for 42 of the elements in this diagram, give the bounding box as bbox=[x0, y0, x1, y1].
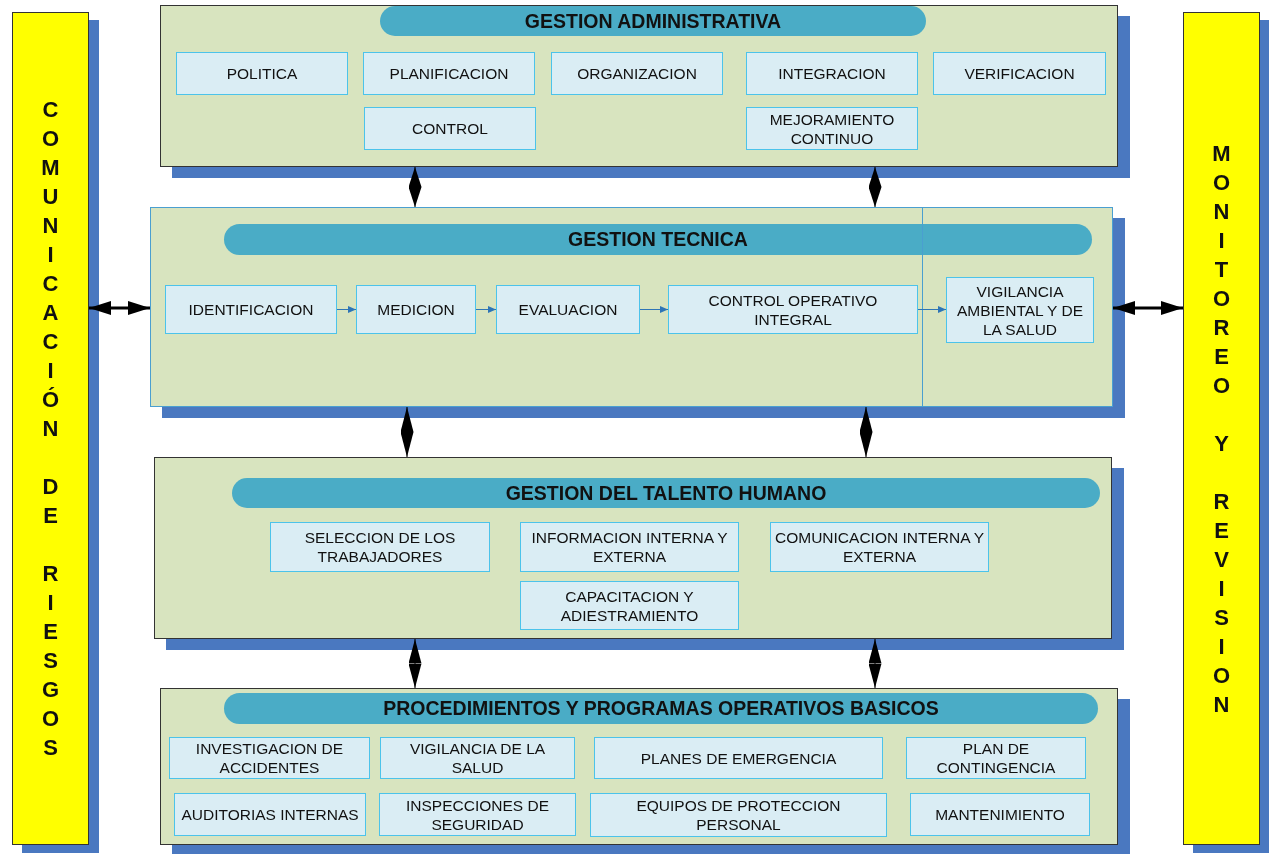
process-box: MEDICION bbox=[356, 285, 476, 334]
arrow bbox=[336, 306, 357, 313]
process-box: PLANIFICACION bbox=[363, 52, 535, 95]
double-arrow bbox=[89, 301, 150, 315]
double-arrow bbox=[859, 406, 873, 458]
arrow bbox=[475, 306, 497, 313]
process-box: EVALUACION bbox=[496, 285, 640, 334]
process-box: CONTROL OPERATIVO INTEGRAL bbox=[668, 285, 918, 334]
section-heading: GESTION TECNICA bbox=[224, 224, 1092, 255]
arrow bbox=[917, 306, 947, 313]
double-arrow bbox=[400, 406, 414, 458]
double-arrow bbox=[1113, 301, 1183, 315]
section-heading: GESTION ADMINISTRATIVA bbox=[380, 6, 926, 36]
process-box: VERIFICACION bbox=[933, 52, 1106, 95]
process-box: SELECCION DE LOS TRABAJADORES bbox=[270, 522, 490, 572]
process-box: VIGILANCIA AMBIENTAL Y DE LA SALUD bbox=[946, 277, 1094, 343]
double-arrow bbox=[868, 638, 882, 689]
process-box: COMUNICACION INTERNA Y EXTERNA bbox=[770, 522, 989, 572]
process-box: ORGANIZACION bbox=[551, 52, 723, 95]
double-arrow bbox=[408, 638, 422, 689]
process-box: IDENTIFICACION bbox=[165, 285, 337, 334]
vertical-label: MONITOREO Y REVISION bbox=[1211, 139, 1232, 719]
double-arrow bbox=[408, 166, 422, 208]
process-box: INVESTIGACION DE ACCIDENTES bbox=[169, 737, 370, 779]
process-box: CONTROL bbox=[364, 107, 536, 150]
process-box: EQUIPOS DE PROTECCION PERSONAL bbox=[590, 793, 887, 837]
vertical-label: COMUNICACIÓN DE RIESGOS bbox=[40, 96, 61, 762]
process-box: PLANES DE EMERGENCIA bbox=[594, 737, 883, 779]
process-box: MANTENIMIENTO bbox=[910, 793, 1090, 836]
process-box: AUDITORIAS INTERNAS bbox=[174, 793, 366, 836]
section-heading: GESTION DEL TALENTO HUMANO bbox=[232, 478, 1100, 508]
process-box: INSPECCIONES DE SEGURIDAD bbox=[379, 793, 576, 836]
double-arrow bbox=[868, 166, 882, 208]
process-box: INFORMACION INTERNA Y EXTERNA bbox=[520, 522, 739, 572]
process-box: MEJORAMIENTO CONTINUO bbox=[746, 107, 918, 150]
process-box: CAPACITACION Y ADIESTRAMIENTO bbox=[520, 581, 739, 630]
arrow bbox=[639, 306, 669, 313]
process-box: VIGILANCIA DE LA SALUD bbox=[380, 737, 575, 779]
section-heading: PROCEDIMIENTOS Y PROGRAMAS OPERATIVOS BASICOS bbox=[224, 693, 1098, 724]
process-box: INTEGRACION bbox=[746, 52, 918, 95]
process-box: POLITICA bbox=[176, 52, 348, 95]
process-box: PLAN DE CONTINGENCIA bbox=[906, 737, 1086, 779]
